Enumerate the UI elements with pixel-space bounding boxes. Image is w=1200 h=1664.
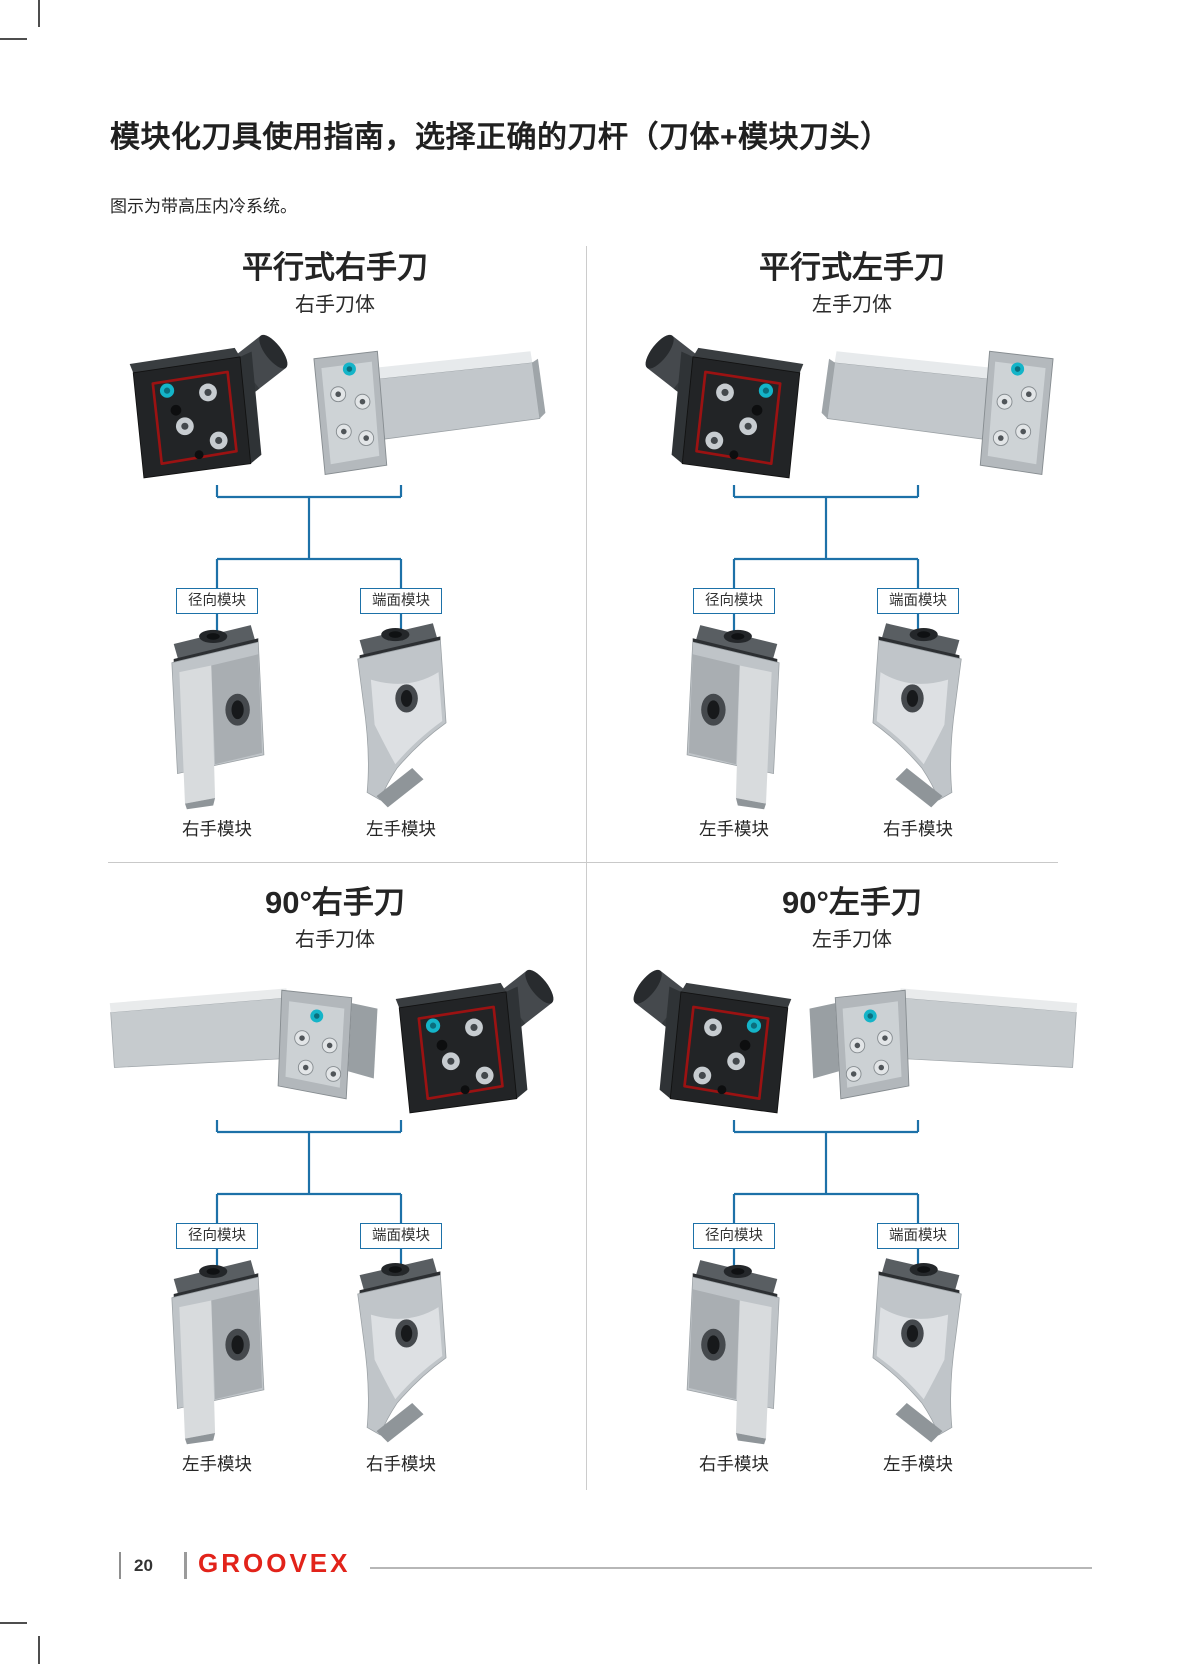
- quadrant-subtitle: 左手刀体: [812, 929, 892, 951]
- quadrant-90-left: 90°左手刀 左手刀体 径向模块 端面模块 右手模块 左手模块: [622, 875, 1082, 1475]
- tool-body-photos: [105, 959, 565, 1119]
- crop-mark: [0, 1622, 27, 1624]
- quadrant-subtitle: 右手刀体: [295, 294, 375, 316]
- module-label: 右手模块: [182, 819, 252, 839]
- module-label: 左手模块: [182, 1454, 252, 1474]
- dark-tool-body-image: [624, 963, 802, 1115]
- groovex-logo: GROOVEX: [198, 1548, 351, 1578]
- dark-tool-body-image: [636, 328, 814, 480]
- radial-module-image: [670, 612, 798, 814]
- branch-box-radial-module: 径向模块: [176, 1223, 258, 1249]
- dark-tool-body-image: [119, 328, 297, 480]
- crop-mark: [0, 38, 27, 40]
- module-label: 右手模块: [366, 1454, 436, 1474]
- face-module-image: [337, 612, 465, 814]
- crop-mark: [38, 0, 40, 27]
- footer-divider-bar: [119, 1552, 121, 1579]
- dark-tool-body-image: [385, 963, 563, 1115]
- quadrant-parallel-right: 平行式右手刀 右手刀体 径向模块 端面模块 右手模块 左手模块: [105, 240, 565, 840]
- tool-body-photos: [105, 324, 565, 484]
- quadrant-title: 平行式右手刀: [242, 250, 428, 285]
- quadrant-title: 90°右手刀: [265, 885, 405, 920]
- branch-box-radial-module: 径向模块: [693, 588, 775, 614]
- page-title: 模块化刀具使用指南，选择正确的刀杆（刀体+模块刀头）: [110, 121, 891, 154]
- silver-tool-body-image: [107, 970, 383, 1108]
- quadrant-subtitle: 左手刀体: [812, 294, 892, 316]
- radial-module-image: [670, 1247, 798, 1449]
- radial-module-image: [153, 1247, 281, 1449]
- face-module-image: [337, 1247, 465, 1449]
- branch-box-radial-module: 径向模块: [176, 588, 258, 614]
- module-label: 左手模块: [699, 819, 769, 839]
- branch-box-face-module: 端面模块: [360, 588, 442, 614]
- footer-divider-bar: [184, 1552, 187, 1579]
- crop-mark: [38, 1636, 40, 1664]
- quadrant-subtitle: 右手刀体: [295, 929, 375, 951]
- silver-tool-body-image: [816, 325, 1068, 484]
- radial-module-image: [153, 612, 281, 814]
- page-intro: 图示为带高压内冷系统。: [110, 197, 297, 216]
- module-label: 右手模块: [699, 1454, 769, 1474]
- quadrant-title: 90°左手刀: [782, 885, 922, 920]
- branch-box-radial-module: 径向模块: [693, 1223, 775, 1249]
- quadrant-parallel-left: 平行式左手刀 左手刀体 径向模块 端面模块 左手模块 右手模块: [622, 240, 1082, 840]
- column-divider: [586, 246, 587, 1490]
- row-divider: [108, 862, 1058, 863]
- page-number: 20: [134, 1556, 153, 1575]
- tool-body-photos: [622, 324, 1082, 484]
- silver-tool-body-image: [299, 325, 551, 484]
- tool-body-photos: [622, 959, 1082, 1119]
- face-module-image: [854, 612, 982, 814]
- quadrant-90-right: 90°右手刀 右手刀体 径向模块 端面模块 左手模块 右手模块: [105, 875, 565, 1475]
- quadrant-title: 平行式左手刀: [759, 250, 945, 285]
- footer-rule: [370, 1567, 1092, 1569]
- module-label: 右手模块: [883, 819, 953, 839]
- face-module-image: [854, 1247, 982, 1449]
- module-label: 左手模块: [883, 1454, 953, 1474]
- silver-tool-body-image: [804, 970, 1080, 1108]
- branch-box-face-module: 端面模块: [877, 1223, 959, 1249]
- branch-box-face-module: 端面模块: [360, 1223, 442, 1249]
- module-label: 左手模块: [366, 819, 436, 839]
- branch-box-face-module: 端面模块: [877, 588, 959, 614]
